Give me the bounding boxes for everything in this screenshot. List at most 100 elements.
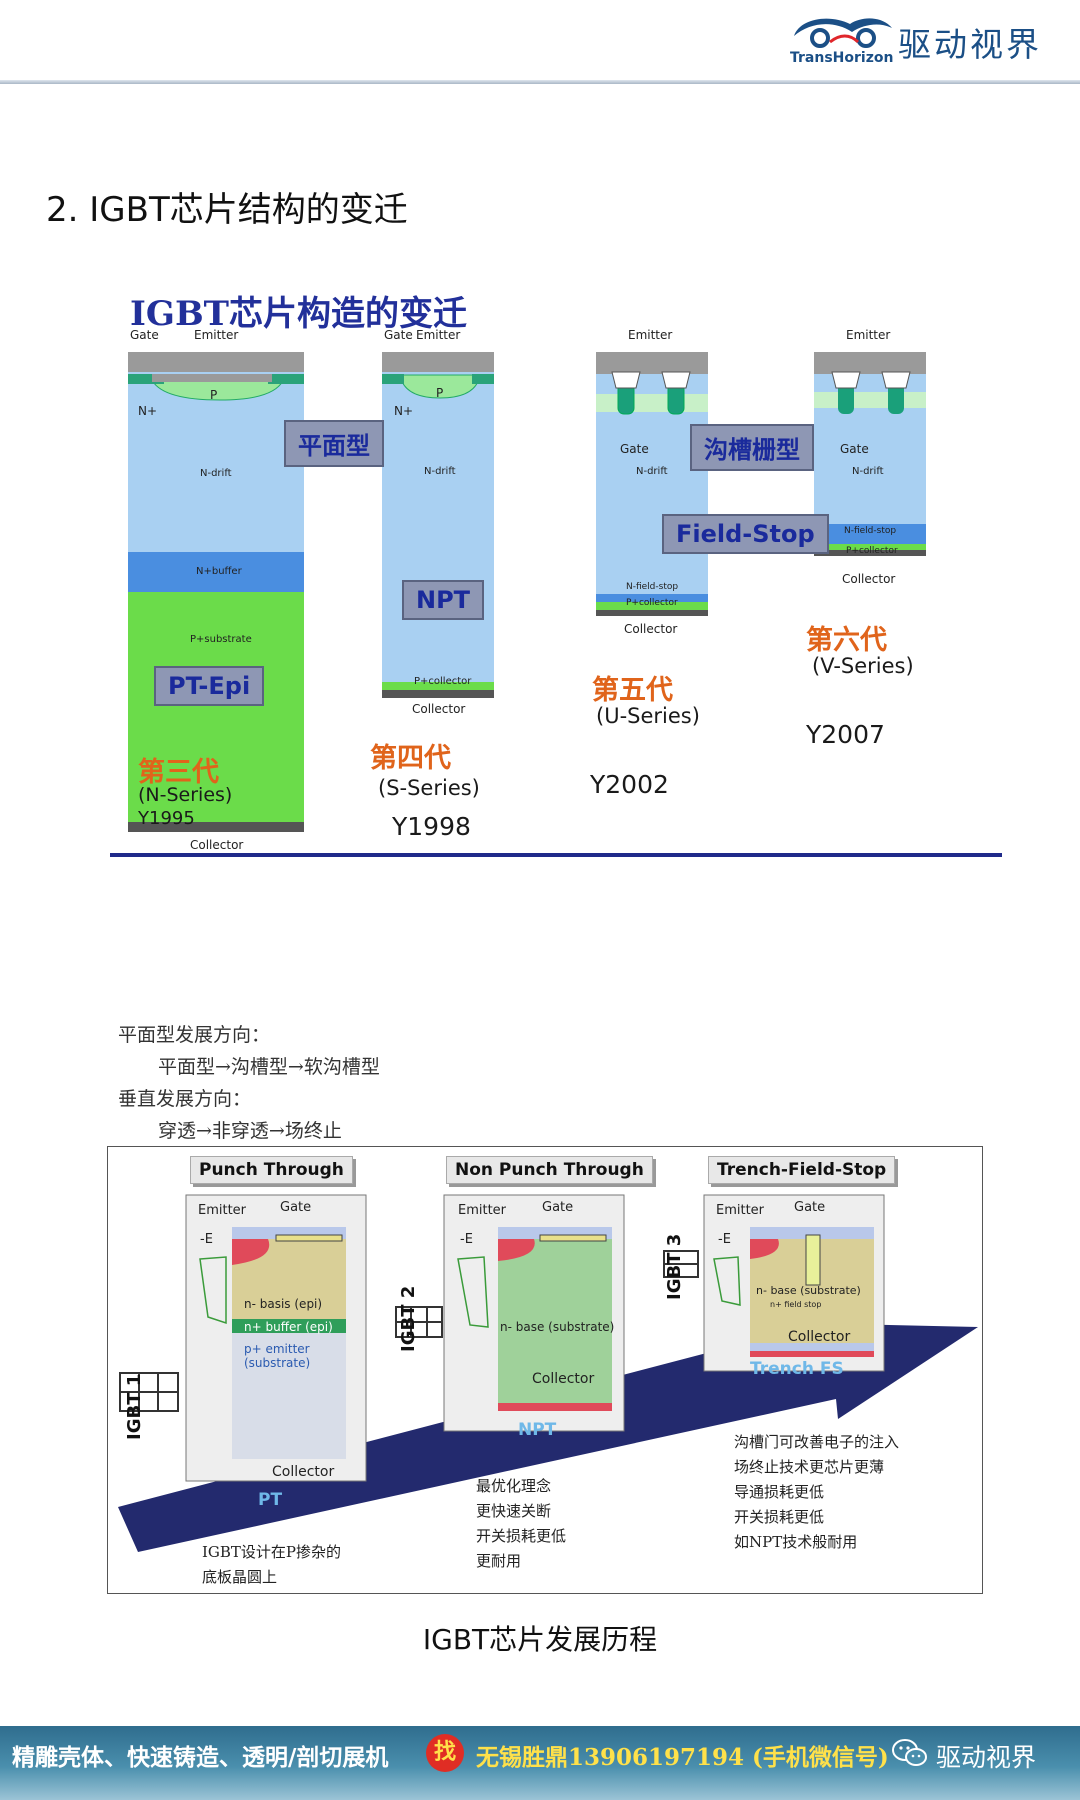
note-tfs: 沟槽门可改善电子的注入 场终止技术更芯片更薄 导通损耗更低 开关损耗更低 如NP… bbox=[734, 1430, 899, 1555]
pt-layer-basis: n- basis (epi) bbox=[244, 1297, 323, 1311]
logo-text-cn: 驱动视界 bbox=[898, 25, 1042, 64]
note-tfs-line: 开关损耗更低 bbox=[734, 1508, 825, 1526]
note-tfs-line: 场终止技术更芯片更薄 bbox=[734, 1458, 885, 1476]
fig2-collector-1: Collector bbox=[272, 1464, 335, 1480]
npt-layer-base: n- base (substrate) bbox=[500, 1320, 615, 1334]
note-tfs-line: 沟槽门可改善电子的注入 bbox=[734, 1433, 900, 1451]
pt-layer-buffer: n+ buffer (epi) bbox=[244, 1320, 333, 1334]
label-p-2: P bbox=[436, 386, 444, 400]
tfs-layer-fieldstop: n+ field stop bbox=[770, 1300, 822, 1309]
fig2-efield-3: -E bbox=[718, 1232, 731, 1247]
igbt1-label: IGBT 1 bbox=[124, 1373, 145, 1440]
label-emitter-2: Emitter bbox=[416, 328, 461, 342]
text-line-4: 穿透→非穿透→场终止 bbox=[158, 1120, 342, 1142]
note-tfs-line: 如NPT技术般耐用 bbox=[734, 1533, 858, 1551]
fig2-emitter-2: Emitter bbox=[458, 1203, 507, 1218]
footer-brand: 驱动视界 bbox=[936, 1743, 1037, 1772]
npt-panel bbox=[443, 1194, 625, 1432]
note-pt-line: 底板晶圆上 bbox=[202, 1568, 278, 1586]
figure1-title: IGBT芯片构造的变迁 bbox=[130, 294, 467, 334]
arrow-label-tfs: Trench FS bbox=[750, 1359, 844, 1379]
figure1-baseline bbox=[110, 853, 1002, 857]
note-pt-line: IGBT设计在P掺杂的 bbox=[202, 1543, 342, 1561]
label-collector-4: Collector bbox=[842, 572, 896, 586]
generation-year-4: Y1998 bbox=[392, 812, 471, 841]
label-pcollector-4: P+collector bbox=[846, 546, 898, 556]
generation-series-3: (N-Series) bbox=[138, 784, 233, 806]
note-npt-line: 更快速关断 bbox=[476, 1502, 552, 1520]
label-ndrift-2: N-drift bbox=[424, 466, 456, 477]
igbt2-label: IGBT 2 bbox=[398, 1285, 419, 1352]
generation-series-6: (V-Series) bbox=[812, 654, 914, 678]
generation-series-4: (S-Series) bbox=[378, 776, 480, 800]
wechat-icon bbox=[892, 1739, 927, 1766]
generation-name-3: 第三代 bbox=[138, 757, 219, 788]
header-divider bbox=[0, 80, 1080, 84]
label-ndrift-3: N-drift bbox=[636, 466, 668, 477]
note-npt-line: 更耐用 bbox=[476, 1552, 522, 1570]
tfs-panel bbox=[703, 1194, 885, 1372]
tag-pt-epi: PT-Epi bbox=[154, 666, 265, 706]
note-npt: 最优化理念 更快速关断 开关损耗更低 更耐用 bbox=[476, 1474, 566, 1574]
note-npt-line: 开关损耗更低 bbox=[476, 1527, 567, 1545]
footer-ad-text: 精雕壳体、快速铸造、透明/剖切展机 bbox=[12, 1744, 389, 1771]
generation-name-4: 第四代 bbox=[370, 743, 451, 774]
panel-title-pt: Punch Through bbox=[190, 1156, 353, 1184]
figure1-diagram bbox=[128, 352, 926, 832]
tag-field-stop: Field-Stop bbox=[662, 514, 829, 554]
label-ndrift-4: N-drift bbox=[852, 466, 884, 477]
label-nplus-1: N+ bbox=[138, 404, 158, 418]
transhorizon-logo-icon bbox=[794, 18, 892, 48]
igbt2-module-icon bbox=[395, 1306, 443, 1338]
figure2-diagram bbox=[118, 1194, 978, 1552]
text-line-2: 平面型→沟槽型→软沟槽型 bbox=[158, 1056, 380, 1078]
generation-year-6: Y2007 bbox=[806, 720, 885, 749]
chip-trench-v bbox=[814, 352, 926, 556]
footer-find-badge: 找 bbox=[426, 1734, 464, 1772]
label-nfieldstop-4: N-field-stop bbox=[844, 526, 897, 536]
fig2-gate-2: Gate bbox=[542, 1200, 574, 1215]
fig2-collector-2: Collector bbox=[532, 1371, 595, 1387]
chip-npt bbox=[382, 352, 494, 698]
label-emitter-3: Emitter bbox=[628, 328, 673, 342]
panel-title-tfs: Trench-Field-Stop bbox=[708, 1156, 896, 1184]
generation-name-5: 第五代 bbox=[592, 675, 673, 706]
fig2-gate-1: Gate bbox=[280, 1200, 312, 1215]
section-title: 2. IGBT芯片结构的变迁 bbox=[46, 190, 408, 230]
chip-pt-epi bbox=[128, 352, 304, 832]
label-nplus-2: N+ bbox=[394, 404, 414, 418]
figure2-caption: IGBT芯片发展历程 bbox=[422, 1623, 658, 1656]
label-psubstrate: P+substrate bbox=[190, 634, 252, 645]
footer-banner bbox=[0, 1726, 1080, 1800]
panel-title-npt: Non Punch Through bbox=[446, 1156, 653, 1184]
chip-trench-u bbox=[596, 352, 708, 616]
label-p-1: P bbox=[210, 388, 218, 402]
tag-planar: 平面型 bbox=[284, 420, 384, 467]
tfs-layer-base: n- base (substrate) bbox=[756, 1284, 861, 1297]
arrow-label-npt: NPT bbox=[518, 1420, 557, 1440]
fig2-efield-1: -E bbox=[200, 1232, 213, 1247]
note-tfs-line: 导通损耗更低 bbox=[734, 1483, 825, 1501]
label-emitter-4: Emitter bbox=[846, 328, 891, 342]
footer-contact: 无锡胜鼎13906197194 (手机微信号) bbox=[476, 1744, 889, 1771]
text-line-1: 平面型发展方向： bbox=[118, 1024, 271, 1046]
text-line-3: 垂直发展方向： bbox=[118, 1088, 252, 1110]
fig2-emitter-1: Emitter bbox=[198, 1203, 247, 1218]
tag-trench: 沟槽栅型 bbox=[690, 424, 814, 471]
fig2-gate-3: Gate bbox=[794, 1200, 826, 1215]
logo-text-en: TransHorizon bbox=[790, 50, 894, 66]
label-emitter-1: Emitter bbox=[194, 328, 239, 342]
generation-name-6: 第六代 bbox=[806, 625, 887, 656]
label-gate-1: Gate bbox=[130, 328, 159, 342]
fig2-collector-3: Collector bbox=[788, 1329, 851, 1345]
label-gate-2: Gate bbox=[384, 328, 413, 342]
label-ndrift-1: N-drift bbox=[200, 468, 232, 479]
label-nfieldstop-3: N-field-stop bbox=[626, 582, 679, 592]
generation-series-5: (U-Series) bbox=[596, 704, 700, 728]
note-npt-line: 最优化理念 bbox=[476, 1477, 552, 1495]
label-pcollector-3: P+collector bbox=[626, 598, 678, 608]
fig2-emitter-3: Emitter bbox=[716, 1203, 765, 1218]
label-collector-3: Collector bbox=[624, 622, 678, 636]
pt-panel bbox=[185, 1194, 367, 1482]
igbt3-label: IGBT 3 bbox=[664, 1233, 685, 1300]
